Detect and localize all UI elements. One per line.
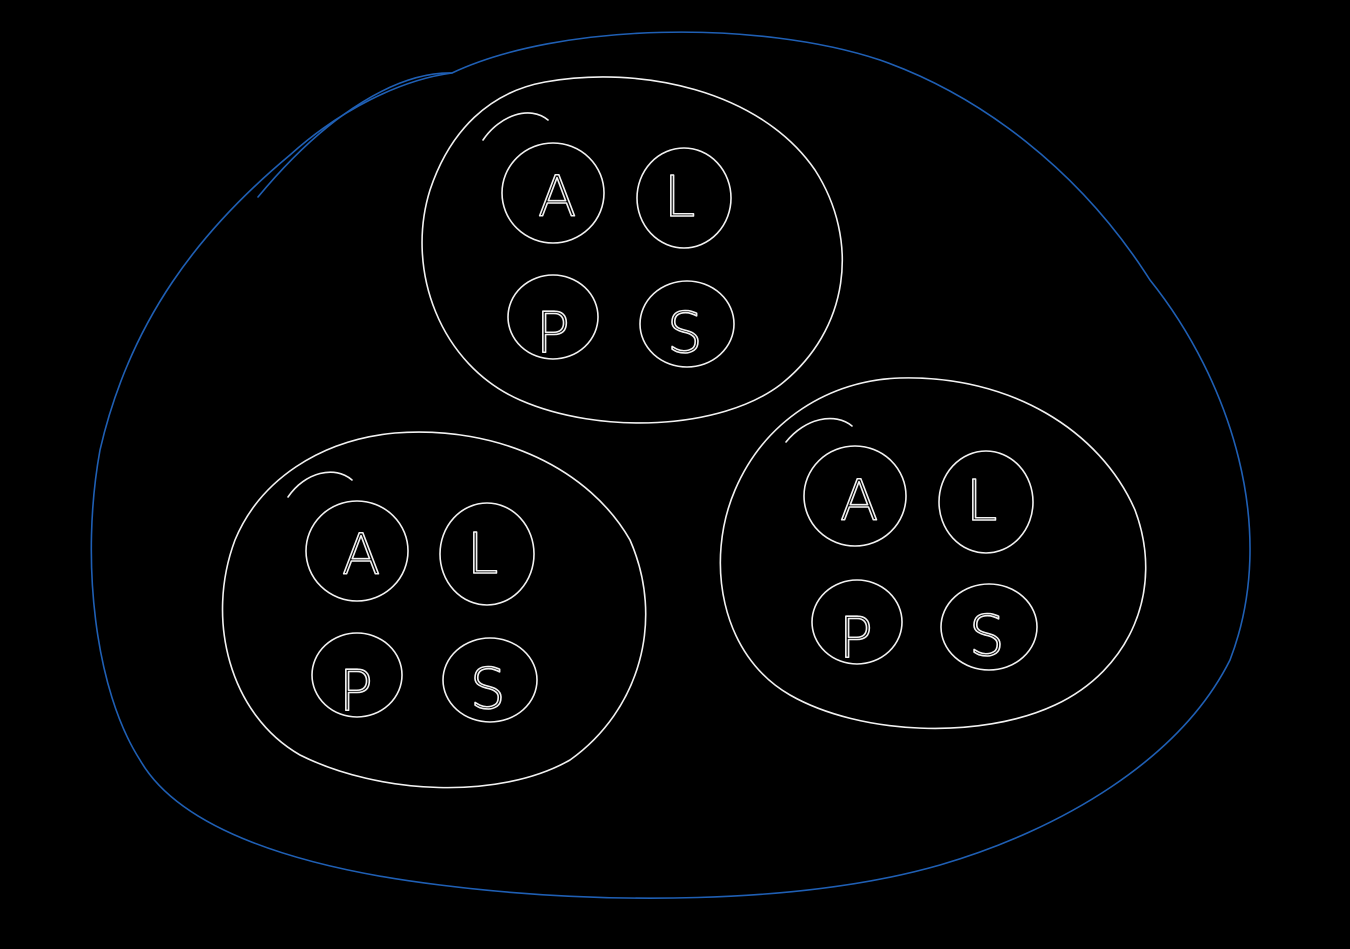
node-a-label: A — [342, 523, 380, 588]
node-l-circle — [439, 502, 535, 606]
node-l: L — [439, 502, 535, 606]
group-bottom-left-stroke-tail — [287, 471, 353, 498]
node-p: P — [507, 274, 599, 367]
node-s-circle — [442, 637, 538, 723]
node-a: A — [803, 445, 907, 547]
group-bottom-left-ellipse — [221, 431, 647, 789]
node-l: L — [938, 450, 1034, 554]
node-p: P — [811, 579, 903, 672]
node-s: S — [639, 280, 735, 368]
node-l-label: L — [966, 469, 997, 534]
node-p: P — [311, 632, 403, 725]
node-s-circle — [940, 583, 1038, 671]
node-l-label: L — [467, 522, 498, 587]
node-l: L — [636, 147, 732, 249]
node-l-circle — [938, 450, 1034, 554]
node-p-label: P — [536, 301, 570, 366]
group-bottom-right: A L P S — [719, 377, 1147, 730]
group-top-stroke-tail — [482, 112, 549, 141]
group-bottom-left: A L P S — [221, 431, 647, 789]
node-p-circle — [311, 632, 403, 718]
group-top: A L P S — [421, 76, 844, 424]
outer-boundary-stroke-tail — [257, 72, 453, 198]
node-p-circle — [811, 579, 903, 665]
group-bottom-right-stroke-tail — [785, 417, 853, 443]
node-s-label: S — [969, 604, 1005, 669]
node-a: A — [501, 142, 605, 244]
node-a-circle — [501, 142, 605, 244]
node-p-label: P — [839, 606, 873, 671]
node-s: S — [442, 637, 538, 723]
node-s-circle — [639, 280, 735, 368]
node-a-label: A — [538, 165, 576, 230]
node-l-circle — [636, 147, 732, 249]
node-p-label: P — [339, 659, 373, 724]
node-s: S — [940, 583, 1038, 671]
group-top-ellipse — [421, 76, 844, 424]
node-a-label: A — [840, 469, 878, 534]
node-a-circle — [803, 445, 907, 547]
node-a: A — [305, 500, 409, 602]
node-s-label: S — [667, 301, 703, 366]
node-p-circle — [507, 274, 599, 360]
node-s-label: S — [470, 657, 506, 722]
node-a-circle — [305, 500, 409, 602]
group-bottom-right-ellipse — [719, 377, 1147, 730]
outer-boundary-ellipse — [90, 31, 1251, 899]
node-l-label: L — [664, 165, 695, 230]
